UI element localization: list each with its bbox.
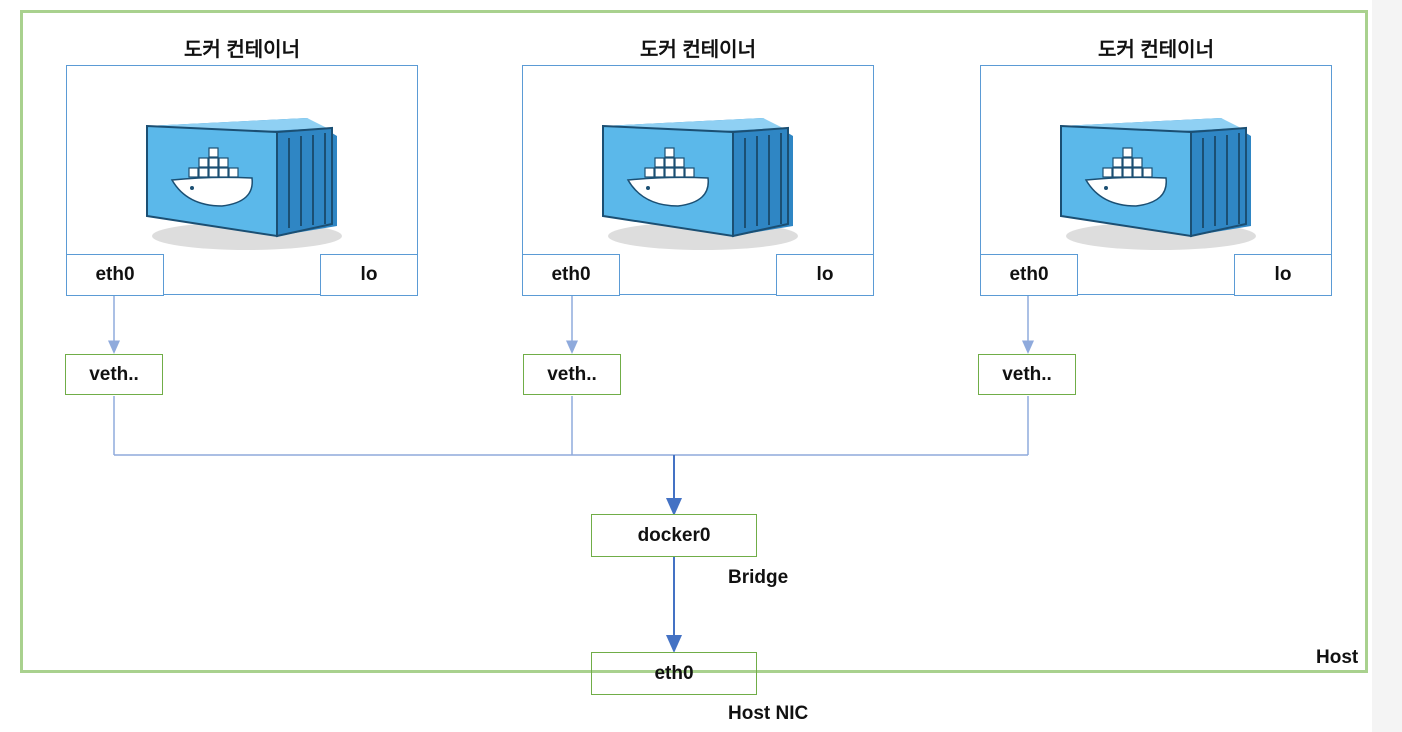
- veth-box-1: veth..: [65, 354, 163, 395]
- veth-box-2: veth..: [523, 354, 621, 395]
- container-lo-2: lo: [776, 254, 874, 296]
- container-lo-1: lo: [320, 254, 418, 296]
- docker-container-icon: [1060, 118, 1256, 250]
- docker-container-icon: [602, 118, 798, 250]
- bridge-label: Bridge: [728, 567, 789, 588]
- host-nic-label: Host NIC: [728, 703, 809, 724]
- container-lo-3: lo: [1234, 254, 1332, 296]
- container-eth0-2: eth0: [522, 254, 620, 296]
- docker-container-icon: [146, 118, 342, 250]
- page-scroll-strip: [1372, 0, 1402, 732]
- docker0-bridge-box: docker0: [591, 514, 757, 557]
- container-title-3: 도커 컨테이너: [1098, 39, 1214, 61]
- veth-box-3: veth..: [978, 354, 1076, 395]
- host-frame: [20, 10, 1368, 673]
- container-title-1: 도커 컨테이너: [184, 39, 300, 61]
- docker-container-3: eth0 lo: [980, 65, 1332, 296]
- docker-container-2: eth0 lo: [522, 65, 874, 296]
- docker-container-1: eth0 lo: [66, 65, 418, 296]
- container-title-2: 도커 컨테이너: [640, 39, 756, 61]
- host-nic-box: eth0: [591, 652, 757, 695]
- host-label: Host: [1316, 647, 1359, 668]
- container-eth0-3: eth0: [980, 254, 1078, 296]
- container-eth0-1: eth0: [66, 254, 164, 296]
